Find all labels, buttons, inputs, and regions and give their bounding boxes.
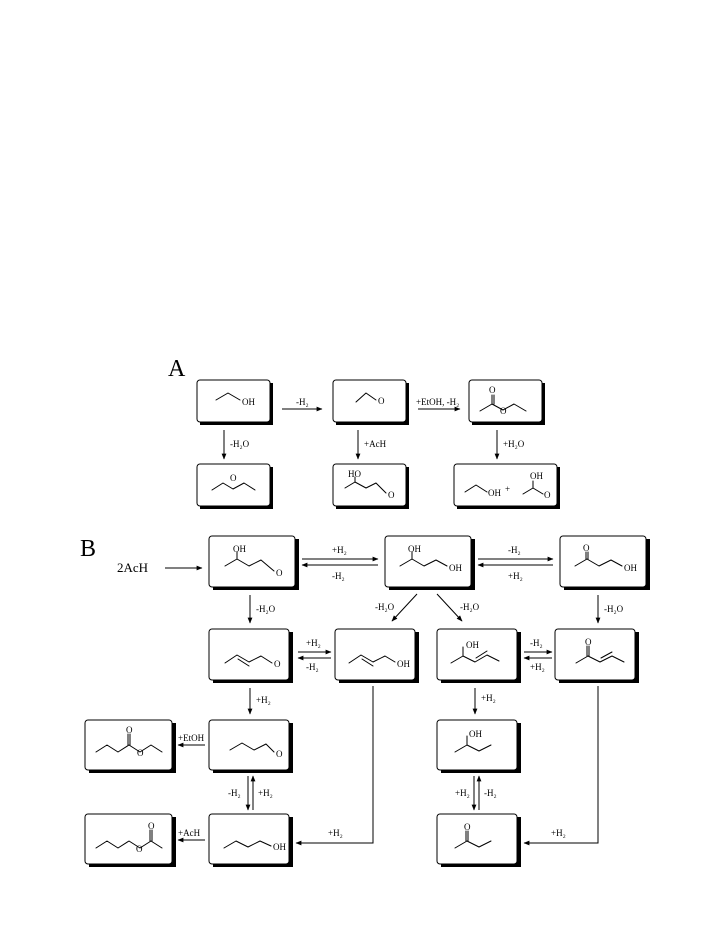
atom-o: O [489,385,496,395]
label-b9-b12-right: +H₂ [258,788,273,798]
box-3-hydroxybutanal: HO O [332,463,409,509]
atom-oh: OH [530,471,543,481]
label-mvk-to-butanone: +H₂ [551,828,566,838]
atom-oh: OH [242,397,255,407]
box-2-butanone: O [436,813,521,867]
atom-o: O [230,473,237,483]
label-b1-b2-top: +H₂ [332,545,347,555]
box-ethanol-acetic-acid: OH + OH O [453,463,560,509]
label-b10-b13-right: -H₂ [484,788,497,798]
label-a3-a6: +H₂O [503,439,525,449]
label-b3-down: -H₂O [604,604,624,614]
box-1-3-butanediol: OH OH [384,535,475,590]
box-4-hydroxy-2-butanone: O OH [559,535,650,590]
box-3-hydroxybutanal-b: OH O [208,535,299,590]
label-b10-b13-left: +H₂ [455,788,470,798]
box-ethanol: OH [196,379,273,425]
label-b2-left: -H₂O [375,602,395,612]
atom-oh: OH [449,563,462,573]
label-a2-a3: +EtOH, -H₂ [416,397,459,407]
arrow-mvk-to-butanone [523,686,599,846]
eq-b9-b12: -H₂ +H₂ [228,775,273,811]
label-a1-a2: -H₂ [296,397,309,407]
box-methyl-vinyl-ketone: O [554,628,639,683]
label-b6-b7-bottom: +H₂ [530,662,545,672]
atom-o: O [137,748,144,758]
atom-oh: OH [233,544,246,554]
atom-o: O [500,406,507,416]
arrow-b2-right [436,593,463,622]
eq-b4-b5: +H₂ -H₂ [297,638,332,672]
label-b6-b7-top: -H₂ [530,638,543,648]
eq-b10-b13: +H₂ -H₂ [455,775,497,811]
plus-sign: + [505,484,510,494]
eq-b6-b7: -H₂ +H₂ [523,638,553,672]
label-b2-b3-bottom: +H₂ [508,571,523,581]
atom-oh: OH [397,659,410,669]
atom-oh: OH [624,563,637,573]
label-butanal-ester: +EtOH [178,733,205,743]
atom-o: O [585,637,592,647]
atom-o: O [464,822,471,832]
atom-o: O [276,568,283,578]
label-b2-b3-top: -H₂ [508,545,521,555]
atom-o: O [544,490,551,500]
box-butanal: O [208,719,293,773]
box-1-butanol: OH [208,813,293,867]
atom-oh: OH [408,544,421,554]
atom-o: O [583,543,590,553]
atom-o: O [378,396,385,406]
box-acetaldehyde: O [332,379,409,425]
atom-o: O [148,821,155,831]
label-a1-a4: -H₂O [230,439,250,449]
atom-o: O [276,749,283,759]
box-butyl-acetate: O O [84,813,176,867]
eq-b2-b3: -H₂ +H₂ [477,545,554,581]
atom-oh: OH [488,488,501,498]
atom-oh: OH [469,729,482,739]
box-diethyl-ether: O [196,463,273,509]
eq-b1-b2: +H₂ -H₂ [301,545,379,581]
arrow-b2-left [391,593,418,622]
box-ethyl-acetate: O O [468,379,545,425]
atom-oh: OH [273,842,286,852]
label-crotyl-to-butanol: +H₂ [328,828,343,838]
panel-a-label: A [168,356,186,382]
label-b4-b5-bottom: -H₂ [306,662,319,672]
atom-o: O [274,659,281,669]
atom-o: O [388,490,395,500]
label-b1-down: -H₂O [256,604,276,614]
box-3-buten-2-ol: OH [436,628,521,683]
atom-o: O [136,844,143,854]
atom-oh: OH [466,640,479,650]
label-b4-b5-top: +H₂ [306,638,321,648]
arrow-crotyl-to-butanol [295,686,374,846]
atom-o: O [126,725,133,735]
label-b1-b2-bottom: -H₂ [332,571,345,581]
box-ethyl-butyrate: O O [84,719,176,773]
label-b9-b12-left: -H₂ [228,788,241,798]
start-2ach: 2AcH [117,560,148,575]
box-crotyl-alcohol: OH [334,628,419,683]
label-a2-a5: +AcH [364,439,387,449]
panel-b-label: B [80,536,96,562]
label-b6-down: +H₂ [481,693,496,703]
label-b2-right: -H₂O [460,602,480,612]
box-crotonaldehyde: O [208,628,293,683]
box-2-butanol: OH [436,719,521,773]
atom-ho: HO [348,469,361,479]
label-b4-down: +H₂ [256,695,271,705]
label-butanol-ester: +AcH [178,828,201,838]
